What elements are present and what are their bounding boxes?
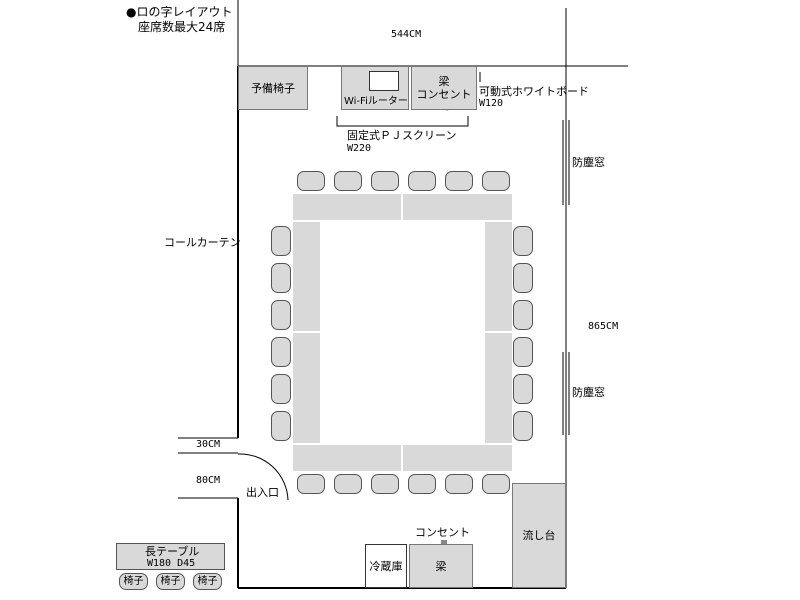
chair-right-3 (513, 300, 533, 330)
outlet-label: コンセント (415, 526, 470, 539)
chair-top-5 (445, 171, 473, 191)
chair-right-1 (513, 226, 533, 256)
chair-left-1 (271, 226, 291, 256)
table-top-left (292, 193, 402, 221)
table-right-upper (484, 221, 513, 332)
height-dimension: 865CM (588, 321, 619, 332)
table-top-right (402, 193, 513, 221)
sink: 流し台 (512, 483, 566, 588)
chair-bottom-4 (408, 474, 436, 494)
chair-bottom-1 (297, 474, 325, 494)
legend-table-label: 長テーブル (145, 545, 200, 558)
table-bottom-right (402, 444, 513, 472)
entrance-label: 出入口 (246, 486, 279, 499)
whiteboard-width: W120 (479, 98, 504, 109)
whiteboard-label: 可動式ホワイトボード (479, 85, 589, 98)
table-right-lower (484, 332, 513, 444)
legend-table-size: W180 D45 (147, 558, 196, 569)
chair-left-6 (271, 411, 291, 441)
chair-right-4 (513, 337, 533, 367)
gap-bottom-dimension: 80CM (196, 475, 221, 486)
table-left-upper (292, 221, 321, 332)
chair-right-5 (513, 374, 533, 404)
window-bottom-label: 防塵窓 (572, 386, 605, 399)
chair-top-2 (334, 171, 362, 191)
chair-left-4 (271, 337, 291, 367)
wifi-router-area: Wi-Fiルーター (341, 66, 409, 110)
wifi-router-label: Wi-Fiルーター (344, 96, 408, 107)
chair-top-3 (371, 171, 399, 191)
fridge: 冷蔵庫 (365, 544, 407, 588)
table-bottom-left (292, 444, 402, 472)
gap-top-dimension: 30CM (196, 439, 221, 450)
legend-long-table: 長テーブル W180 D45 (116, 543, 225, 570)
beam-outlet-area: 梁 コンセント (411, 66, 477, 110)
legend-chair-2: 椅子 (156, 573, 185, 590)
chair-top-1 (297, 171, 325, 191)
beam-bottom: 梁 (409, 544, 473, 588)
chair-right-2 (513, 263, 533, 293)
width-dimension: 544CM (391, 29, 422, 40)
curtain-label: コールカーテン (164, 236, 241, 249)
chair-bottom-5 (445, 474, 473, 494)
chair-right-6 (513, 411, 533, 441)
layout-title: ●ロの字レイアウト (126, 5, 233, 19)
chair-top-6 (482, 171, 510, 191)
chair-bottom-3 (371, 474, 399, 494)
chair-left-3 (271, 300, 291, 330)
router-icon (369, 71, 399, 91)
legend-chair-1: 椅子 (119, 573, 148, 590)
chair-left-2 (271, 263, 291, 293)
chair-left-5 (271, 374, 291, 404)
chair-bottom-6 (482, 474, 510, 494)
chair-top-4 (408, 171, 436, 191)
screen-width: W220 (347, 143, 372, 154)
screen-label: 固定式ＰＪスクリーン (347, 129, 457, 142)
seat-count: 座席数最大24席 (138, 20, 226, 34)
table-left-lower (292, 332, 321, 444)
chair-bottom-2 (334, 474, 362, 494)
legend-chair-3: 椅子 (193, 573, 222, 590)
spare-chairs-area: 予備椅子 (238, 66, 308, 110)
window-top-label: 防塵窓 (572, 156, 605, 169)
